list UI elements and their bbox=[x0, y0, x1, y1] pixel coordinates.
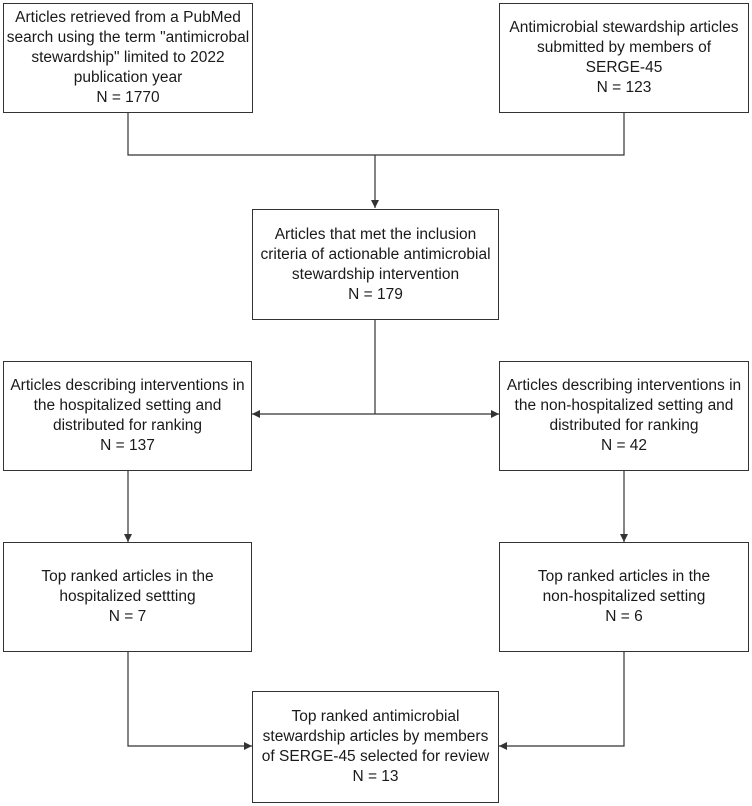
node-text: distributed for ranking bbox=[52, 417, 203, 434]
node-hospitalized: Articles describing interventions in the… bbox=[3, 361, 252, 471]
node-text: Articles retrieved from a PubMed bbox=[15, 9, 241, 26]
node-count: N = 42 bbox=[600, 437, 648, 454]
node-count: N = 1770 bbox=[96, 89, 160, 106]
node-text: Articles describing interventions in bbox=[10, 377, 245, 394]
node-text: Top ranked articles in the bbox=[41, 568, 214, 585]
node-text: hospitalized settting bbox=[59, 588, 196, 605]
node-text: search using the term "antimicrobal bbox=[6, 29, 250, 46]
node-text: stewardship articles by members bbox=[262, 728, 489, 745]
node-inclusion-criteria: Articles that met the inclusion criteria… bbox=[252, 209, 499, 320]
node-count: N = 7 bbox=[108, 608, 147, 625]
node-text: the hospitalized setting and bbox=[33, 397, 222, 414]
node-text: the non-hospitalized setting and bbox=[514, 397, 734, 414]
node-text: criteria of actionable antimicrobial bbox=[260, 245, 491, 263]
node-text: Articles describing interventions in bbox=[506, 377, 742, 394]
node-text: Articles that met the inclusion bbox=[274, 225, 477, 243]
node-count: N = 123 bbox=[596, 79, 652, 96]
node-text: Antimicrobial stewardship articles bbox=[509, 19, 739, 36]
node-top-non-hospitalized: Top ranked articles in the non-hospitali… bbox=[499, 542, 749, 652]
node-text: publication year bbox=[73, 69, 183, 86]
node-text: Top ranked articles in the bbox=[537, 568, 711, 585]
arrow-top-hospitalized-to-final bbox=[127, 651, 252, 750]
node-count: N = 6 bbox=[605, 608, 643, 625]
node-count: N = 13 bbox=[352, 768, 399, 785]
node-text: distributed for ranking bbox=[549, 417, 699, 434]
connector-serge-merge bbox=[375, 113, 625, 156]
node-text: SERGE-45 bbox=[585, 59, 663, 76]
node-final-selection: Top ranked antimicrobial stewardship art… bbox=[252, 691, 499, 803]
node-text: stewardship intervention bbox=[291, 265, 460, 283]
node-text: stewardship" limited to 2022 bbox=[31, 49, 225, 66]
node-top-hospitalized: Top ranked articles in the hospitalized … bbox=[3, 542, 252, 652]
node-text: non-hospitalized setting bbox=[542, 588, 706, 605]
arrow-top-non-hospitalized-to-final bbox=[499, 651, 625, 750]
node-text: of SERGE-45 selected for review bbox=[261, 748, 490, 765]
node-count: N = 179 bbox=[348, 285, 403, 303]
node-serge-submitted: Antimicrobial stewardship articles submi… bbox=[499, 3, 749, 113]
node-pubmed-search: Articles retrieved from a PubMed search … bbox=[3, 3, 253, 113]
connector-pubmed-merge bbox=[127, 113, 375, 156]
node-text: Top ranked antimicrobial bbox=[291, 708, 460, 725]
node-non-hospitalized: Articles describing interventions in the… bbox=[499, 361, 749, 471]
node-count: N = 137 bbox=[100, 437, 155, 454]
node-text: submitted by members of bbox=[536, 39, 711, 56]
